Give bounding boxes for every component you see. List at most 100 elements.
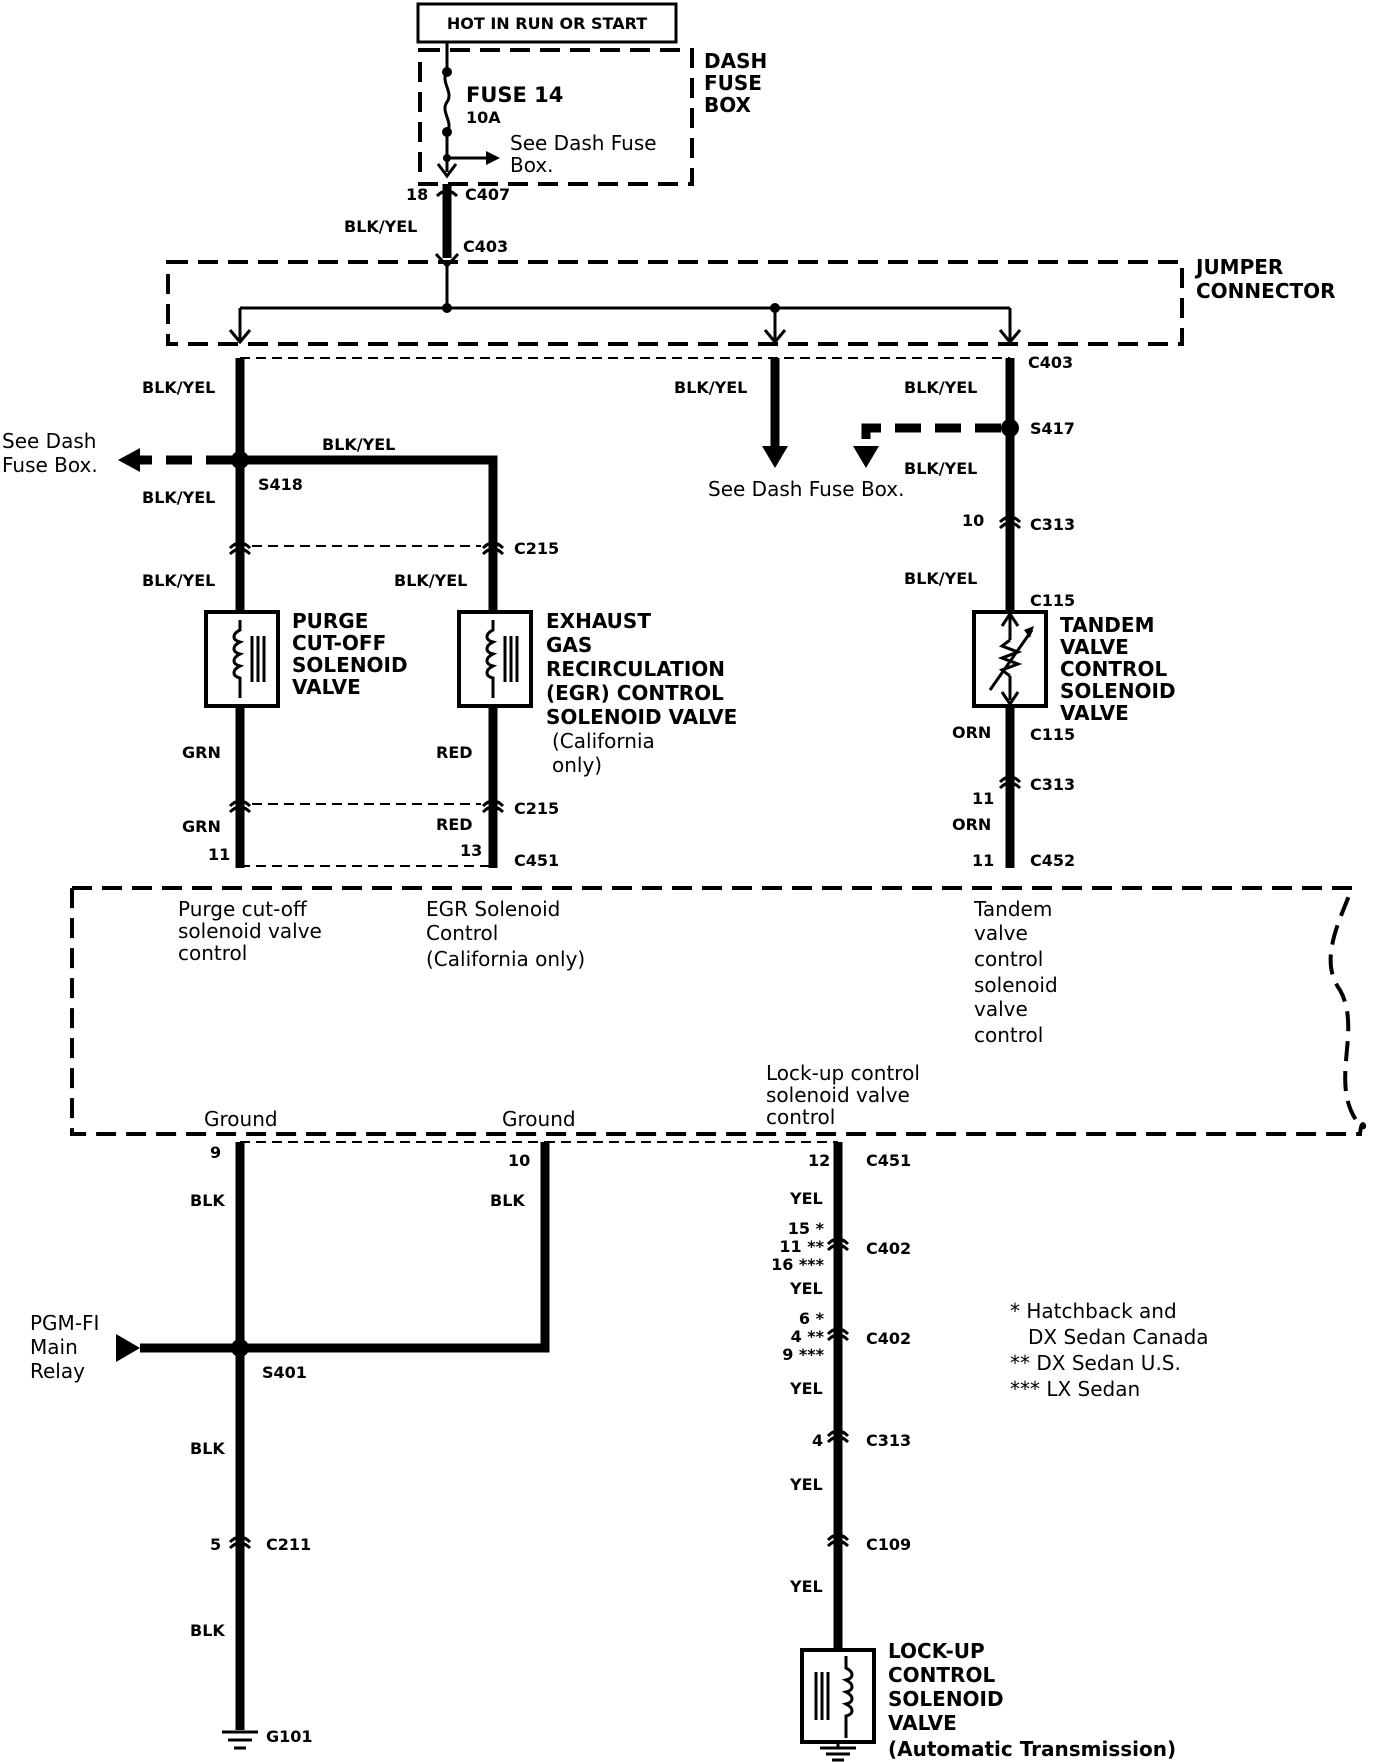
c215-label-upper: C215 bbox=[514, 539, 559, 558]
s418-arrow-left bbox=[118, 448, 140, 472]
svg-text:*** LX Sedan: *** LX Sedan bbox=[1010, 1377, 1140, 1401]
c211-connector bbox=[228, 1535, 252, 1550]
c402-label-lower: C402 bbox=[866, 1329, 911, 1348]
svg-text:(EGR) CONTROL: (EGR) CONTROL bbox=[546, 681, 724, 705]
s418-label: S418 bbox=[258, 475, 303, 494]
svg-text:valve: valve bbox=[974, 921, 1028, 945]
wire-label-red-2: RED bbox=[436, 815, 473, 834]
wire-label-right-3: BLK/YEL bbox=[904, 569, 977, 588]
fuse-see-note-2: Box. bbox=[510, 153, 554, 177]
svg-text:DASH: DASH bbox=[704, 49, 767, 73]
svg-text:CONNECTOR: CONNECTOR bbox=[1196, 279, 1336, 303]
ecu-ground-label-1: Ground bbox=[204, 1107, 278, 1131]
pin-5: 5 bbox=[210, 1535, 221, 1554]
c215-upper-connector bbox=[228, 541, 505, 556]
fuse-see-note: See Dash Fuse bbox=[510, 131, 657, 155]
purge-solenoid-valve bbox=[204, 610, 280, 708]
svg-text:9 ***: 9 *** bbox=[782, 1345, 824, 1364]
c402-lower-pins: 6 * 4 ** 9 *** bbox=[782, 1309, 824, 1364]
c313-lower-connector bbox=[998, 775, 1022, 790]
svg-text:SOLENOID: SOLENOID bbox=[292, 653, 408, 677]
wire-label-left-1: BLK/YEL bbox=[142, 378, 215, 397]
c402-upper-pins: 15 * 11 ** 16 *** bbox=[771, 1219, 825, 1274]
svg-text:Relay: Relay bbox=[30, 1359, 85, 1383]
fuse-rating: 10A bbox=[466, 108, 501, 127]
wire-label-mid: BLK/YEL bbox=[674, 378, 747, 397]
wire-label-feed: BLK/YEL bbox=[344, 217, 417, 236]
ecu-tandem-label: Tandem valve control solenoid valve cont… bbox=[973, 897, 1058, 1047]
svg-text:* Hatchback and: * Hatchback and bbox=[1010, 1299, 1177, 1323]
svg-text:control: control bbox=[178, 941, 247, 965]
purge-label: PURGE CUT-OFF SOLENOID VALVE bbox=[292, 609, 408, 699]
s417-to-fuse-box-wire bbox=[861, 423, 1001, 448]
egr-solenoid-valve bbox=[457, 610, 533, 708]
pin-11-right-lower: 11 bbox=[972, 851, 994, 870]
egr-supply-wire bbox=[240, 455, 498, 612]
svg-text:** DX Sedan U.S.: ** DX Sedan U.S. bbox=[1010, 1351, 1181, 1375]
tandem-label: TANDEM VALVE CONTROL SOLENOID VALVE bbox=[1060, 613, 1176, 725]
c451-label-bottom: C451 bbox=[866, 1151, 911, 1170]
svg-text:(California only): (California only) bbox=[426, 947, 585, 971]
svg-text:VALVE: VALVE bbox=[888, 1711, 957, 1735]
svg-text:CONTROL: CONTROL bbox=[888, 1663, 995, 1687]
pin-9: 9 bbox=[210, 1143, 221, 1162]
svg-text:TANDEM: TANDEM bbox=[1060, 613, 1154, 637]
svg-text:Control: Control bbox=[426, 921, 498, 945]
c115-label-upper: C115 bbox=[1030, 591, 1075, 610]
pin-10-ground: 10 bbox=[508, 1151, 530, 1170]
dash-fuse-box-outline bbox=[418, 48, 694, 186]
svg-text:Lock-up control: Lock-up control bbox=[766, 1061, 920, 1085]
hot-in-run-box: HOT IN RUN OR START bbox=[416, 2, 678, 44]
lockup-label: LOCK-UP CONTROL SOLENOID VALVE (Automati… bbox=[888, 1639, 1176, 1761]
svg-text:(Automatic Transmission): (Automatic Transmission) bbox=[888, 1737, 1176, 1761]
wire-label-grn-1: GRN bbox=[182, 743, 221, 762]
wire-label-orn-1: ORN bbox=[952, 723, 991, 742]
svg-text:Purge cut-off: Purge cut-off bbox=[178, 897, 308, 921]
see-dash-left-1: See Dash bbox=[2, 429, 96, 453]
c407-label: C407 bbox=[465, 185, 510, 204]
svg-text:Main: Main bbox=[30, 1335, 78, 1359]
svg-text:solenoid: solenoid bbox=[974, 973, 1058, 997]
c215-lower-connector bbox=[228, 799, 505, 814]
c211-label: C211 bbox=[266, 1535, 311, 1554]
jumper-connector-label: JUMPER CONNECTOR bbox=[1194, 255, 1336, 303]
wire-label-red-1: RED bbox=[436, 743, 473, 762]
c451-label-top: C451 bbox=[514, 851, 559, 870]
ecu-outline bbox=[70, 886, 1367, 1136]
svg-text:VALVE: VALVE bbox=[1060, 701, 1129, 725]
jumper-bus bbox=[228, 266, 1022, 345]
lockup-solenoid-valve bbox=[800, 1648, 876, 1744]
wire-label-blk-3: BLK bbox=[190, 1439, 225, 1458]
pin-12: 12 bbox=[808, 1151, 830, 1170]
c452-label: C452 bbox=[1030, 851, 1075, 870]
c109-connector bbox=[826, 1533, 850, 1548]
svg-text:CONTROL: CONTROL bbox=[1060, 657, 1167, 681]
ground-symbol-g101 bbox=[222, 1730, 258, 1750]
c403-label-top: C403 bbox=[463, 237, 508, 256]
svg-text:16 ***: 16 *** bbox=[771, 1255, 825, 1274]
ground-symbol-lockup bbox=[820, 1742, 856, 1762]
svg-text:Tandem: Tandem bbox=[973, 897, 1052, 921]
wire-label-blk-2: BLK bbox=[490, 1191, 525, 1210]
c109-label: C109 bbox=[866, 1535, 911, 1554]
ecu-lockup-label: Lock-up control solenoid valve control bbox=[766, 1061, 920, 1129]
svg-text:solenoid valve: solenoid valve bbox=[178, 919, 322, 943]
wire-label-right-2: BLK/YEL bbox=[904, 459, 977, 478]
s417-splice bbox=[1001, 419, 1019, 437]
wire-label-yel-1: YEL bbox=[789, 1189, 823, 1208]
pin-11-right-upper: 11 bbox=[972, 789, 994, 808]
c313-label-bottom: C313 bbox=[866, 1431, 911, 1450]
ecu-egr-label: EGR Solenoid Control (California only) bbox=[426, 897, 585, 971]
svg-text:RECIRCULATION: RECIRCULATION bbox=[546, 657, 725, 681]
svg-text:EXHAUST: EXHAUST bbox=[546, 609, 651, 633]
svg-text:6 *: 6 * bbox=[799, 1309, 825, 1328]
pin-10-right: 10 bbox=[962, 511, 984, 530]
see-dash-mid: See Dash Fuse Box. bbox=[708, 477, 904, 501]
ecu-ground-label-2: Ground bbox=[502, 1107, 576, 1131]
c313-bottom-connector bbox=[826, 1429, 850, 1444]
dash-fuse-box-label: DASH FUSE BOX bbox=[704, 49, 767, 117]
pin-13: 13 bbox=[460, 841, 482, 860]
wire-label-blk-1: BLK bbox=[190, 1191, 225, 1210]
c402-upper-connector bbox=[826, 1237, 850, 1252]
